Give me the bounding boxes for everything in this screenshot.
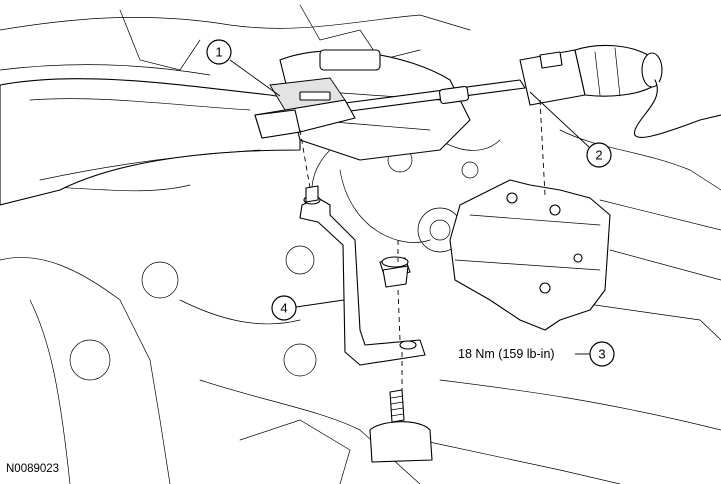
bracket-bolt xyxy=(379,256,411,423)
torque-spec-label: 18 Nm (159 lb-in) xyxy=(458,347,555,361)
callout-2: 2 xyxy=(586,142,612,168)
callout-3: 3 xyxy=(589,341,615,367)
engine-background xyxy=(0,4,721,484)
leader-2 xyxy=(529,91,591,149)
cable-end-fitting xyxy=(254,77,356,139)
leader-4 xyxy=(295,299,345,308)
callout-2-number: 2 xyxy=(595,148,602,163)
callout-3-number: 3 xyxy=(598,347,605,362)
callout-1-number: 1 xyxy=(215,45,222,60)
cable-mounting-bracket xyxy=(449,179,611,331)
intake-tube xyxy=(0,78,301,206)
alignment-lines xyxy=(299,99,546,390)
cable-sleeve xyxy=(439,85,469,105)
cable-connector-assembly xyxy=(519,44,663,106)
wiring-harness xyxy=(633,79,721,138)
callout-4: 4 xyxy=(271,295,297,321)
leader-1 xyxy=(229,59,281,97)
mount-boss xyxy=(369,421,433,463)
support-bracket xyxy=(299,185,426,366)
callout-4-number: 4 xyxy=(280,301,287,316)
manifold-flange xyxy=(319,49,381,71)
figure-id-label: N0089023 xyxy=(6,463,59,475)
callout-1: 1 xyxy=(206,39,232,65)
